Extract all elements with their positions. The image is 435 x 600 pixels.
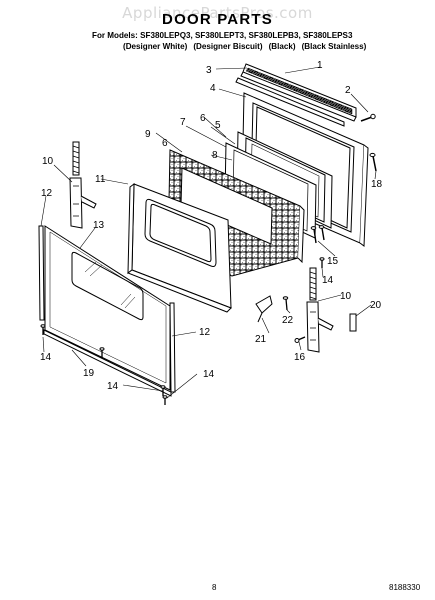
part-18-screw — [369, 152, 377, 172]
leader-lines — [40, 66, 377, 399]
callout-12-right: 12 — [199, 327, 211, 338]
callout-14-c: 14 — [203, 369, 215, 380]
part-12-side-trim-left — [38, 225, 45, 321]
part-11-inner-door-panel — [126, 182, 232, 313]
part-1-vent-trim — [240, 63, 357, 122]
callout-14-b: 14 — [107, 381, 119, 392]
callout-1: 1 — [317, 60, 323, 71]
callout-6-upper: 6 — [200, 113, 206, 124]
variant-black: (Black) — [268, 42, 296, 51]
page-number: 8 — [212, 583, 217, 592]
callout-5: 5 — [215, 120, 221, 131]
page-title: DOOR PARTS — [162, 11, 273, 28]
callout-11: 11 — [95, 174, 106, 185]
variant-designer-biscuit: (Designer Biscuit) — [193, 42, 263, 51]
callout-10-left: 10 — [42, 156, 54, 167]
callout-16: 16 — [294, 352, 306, 363]
part-10-hinge-left — [69, 141, 97, 229]
part-21-bracket — [255, 295, 273, 323]
part-2-screw — [360, 113, 376, 122]
callout-numbers: 1 2 3 4 5 6 6 7 8 9 10 10 11 12 12 13 14… — [40, 60, 383, 392]
part-16-screw — [294, 336, 306, 343]
callout-20: 20 — [370, 300, 382, 311]
color-variants: (Designer White) (Designer Biscuit) (Black… — [123, 42, 372, 51]
callout-10-right: 10 — [340, 291, 352, 302]
models-line: For Models: SF380LEPQ3, SF380LEPT3, SF38… — [92, 31, 353, 40]
callout-2: 2 — [345, 85, 351, 96]
callout-8: 8 — [212, 150, 218, 161]
part-20-pin — [349, 313, 357, 332]
callout-4: 4 — [210, 83, 216, 94]
callout-6-lower: 6 — [162, 138, 168, 149]
part-10-hinge-right — [306, 267, 334, 353]
callout-19: 19 — [83, 368, 95, 379]
callout-15: 15 — [327, 256, 339, 267]
variant-designer-white: (Designer White) — [123, 42, 188, 51]
part-3-trim-strip — [235, 77, 345, 127]
part-14-screws — [40, 257, 325, 405]
callout-12-left: 12 — [41, 188, 53, 199]
callout-9: 9 — [145, 129, 151, 140]
part-12-side-trim-right — [169, 302, 176, 393]
part-15-screws — [310, 225, 325, 244]
callout-3: 3 — [206, 65, 212, 76]
callout-14-d: 14 — [322, 275, 334, 286]
callout-7: 7 — [180, 117, 186, 128]
callout-13: 13 — [93, 220, 105, 231]
part-19-bottom-trim — [43, 329, 172, 397]
callout-14-a: 14 — [40, 352, 52, 363]
callout-22: 22 — [282, 315, 294, 326]
document-number: 8188330 — [389, 583, 421, 592]
part-13-outer-glass — [44, 225, 171, 391]
part-22-screw — [282, 296, 289, 311]
callout-21: 21 — [255, 334, 267, 345]
watermark: AppliancePartsPros.com — [122, 4, 313, 22]
variant-black-stainless: (Black Stainless) — [301, 42, 367, 51]
callout-18: 18 — [371, 179, 383, 190]
